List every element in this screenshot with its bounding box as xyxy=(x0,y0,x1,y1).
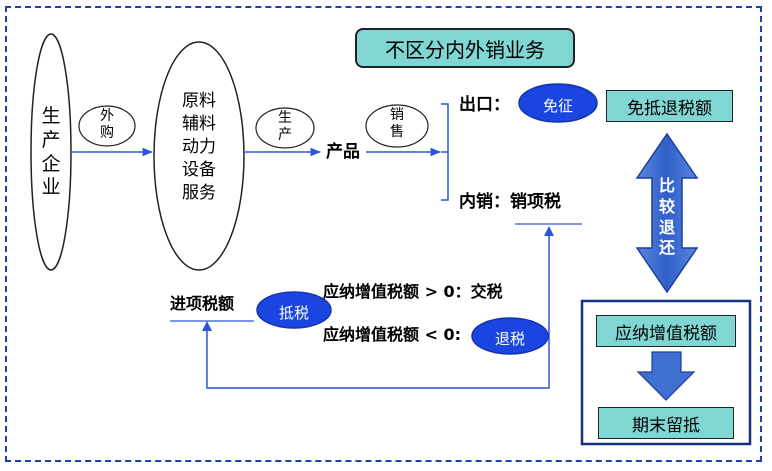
exempt-text: 免征 xyxy=(542,97,573,115)
vat-payable-box: 应纳增值税额 xyxy=(596,315,736,347)
produce-text: 生 产 xyxy=(278,110,292,143)
inputs-ellipse xyxy=(153,41,245,271)
outer-dashed-frame xyxy=(5,6,762,462)
vat-positive-label: 应纳增值税额 > 0：交税 xyxy=(323,282,503,301)
product-label: 产品 xyxy=(326,142,360,162)
producer-text: 生 产 企 业 xyxy=(41,105,61,199)
sell-ellipse xyxy=(365,104,429,148)
period-end-box: 期末留抵 xyxy=(598,407,734,439)
deduct-badge xyxy=(256,291,332,329)
down-arrow xyxy=(636,351,696,401)
sell-label: 销 售 xyxy=(382,107,412,141)
purchase-ellipse xyxy=(78,105,136,147)
purchase-text: 外 购 xyxy=(100,108,114,141)
produce-label: 生 产 xyxy=(270,110,300,144)
deduct-text: 抵税 xyxy=(278,304,309,322)
producer-ellipse xyxy=(30,33,72,271)
producer-label: 生 产 企 业 xyxy=(36,105,66,200)
export-label: 出口： xyxy=(459,95,510,115)
vat-negative-label: 应纳增值税额 < 0: xyxy=(323,325,462,344)
inputs-label: 原料 辅料 动力 设备 服务 xyxy=(166,90,232,205)
compare-arrow xyxy=(635,132,699,294)
offset-refund-box: 免抵退税额 xyxy=(606,90,733,122)
produce-ellipse xyxy=(255,107,315,149)
domestic-label: 内销：销项税 xyxy=(459,192,561,212)
diagram-title: 不区分内外销业务 xyxy=(355,28,575,68)
compare-label: 比 较 退 还 xyxy=(652,176,682,259)
purchase-label: 外 购 xyxy=(92,108,122,142)
refund-text: 退税 xyxy=(494,330,525,348)
exempt-badge xyxy=(518,83,598,123)
inputs-text: 原料 辅料 动力 设备 服务 xyxy=(182,91,216,203)
refund-badge xyxy=(471,317,549,355)
input-tax-label: 进项税额 xyxy=(170,294,235,313)
compare-text: 比 较 退 还 xyxy=(658,176,675,258)
sell-text: 销 售 xyxy=(390,107,404,140)
